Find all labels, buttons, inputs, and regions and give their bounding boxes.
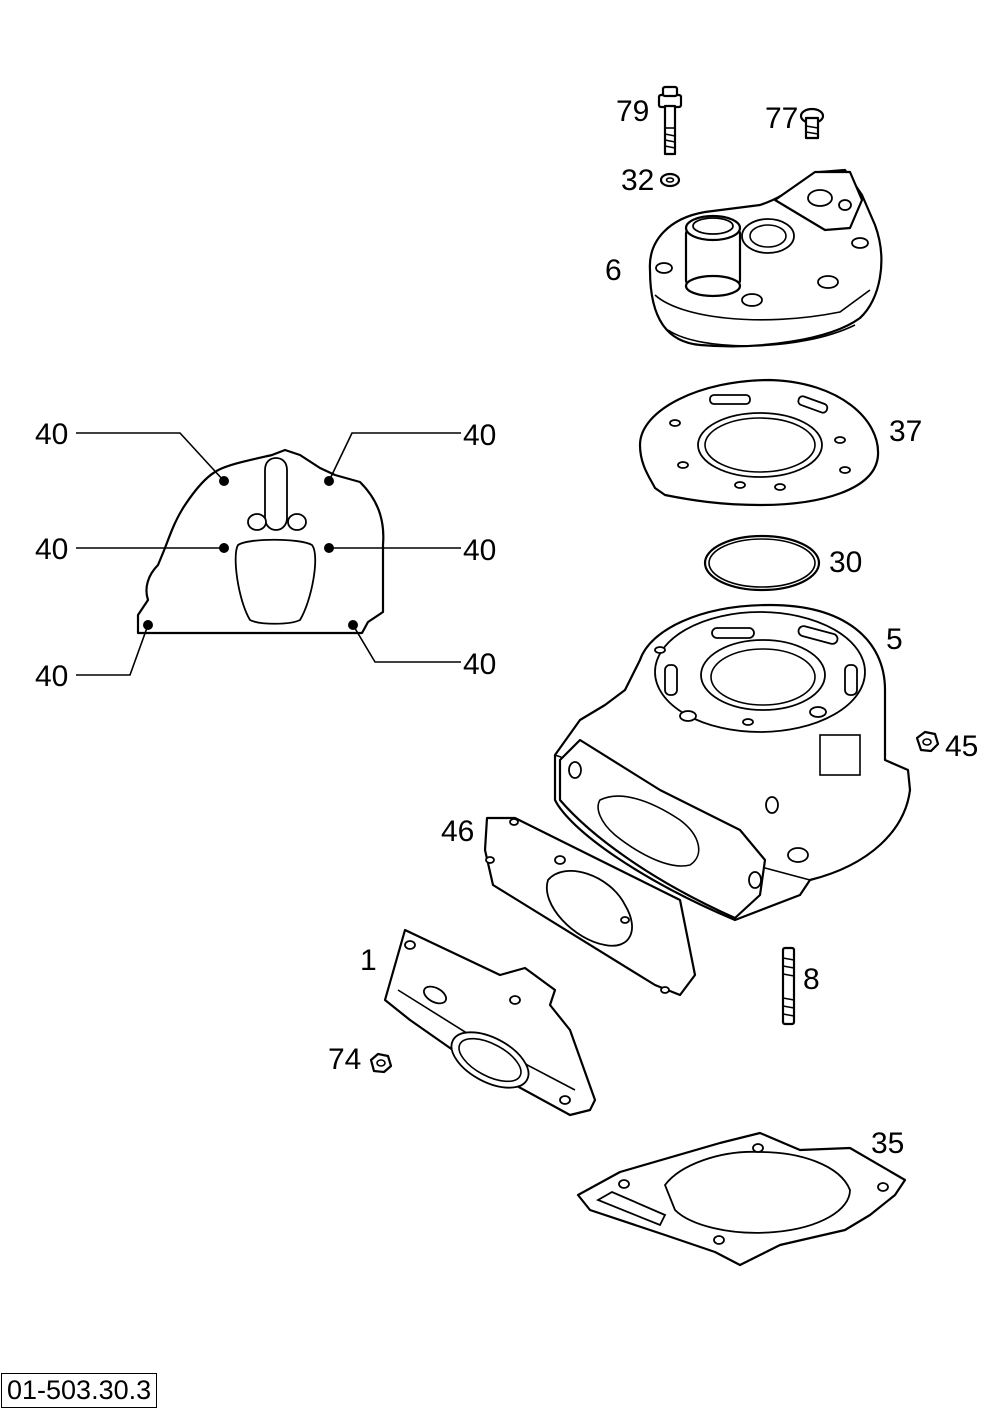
label-40-bottom-right: 40	[463, 648, 496, 681]
intake-gasket-46	[483, 816, 697, 997]
head-gasket-37	[638, 378, 880, 507]
label-77: 77	[765, 102, 798, 135]
bolt-77	[799, 107, 825, 140]
diagram-reference-number: 01-503.30.3	[1, 1373, 158, 1408]
label-6: 6	[605, 254, 622, 287]
label-30: 30	[829, 546, 862, 579]
label-79: 79	[616, 95, 649, 128]
intake-flange-1	[383, 928, 597, 1117]
nut-74	[369, 1052, 393, 1074]
label-46: 46	[441, 815, 474, 848]
nut-45	[915, 730, 940, 753]
o-ring-30	[703, 534, 821, 592]
label-40-mid-right: 40	[463, 534, 496, 567]
washer-32	[659, 172, 681, 188]
cylinder-5	[553, 603, 912, 922]
cylinder-head-6	[648, 168, 883, 348]
gasket-detail-40	[76, 432, 461, 676]
stud-8	[781, 946, 796, 1026]
label-45: 45	[945, 730, 978, 763]
label-37: 37	[889, 415, 922, 448]
label-5: 5	[886, 623, 903, 656]
bolt-79	[657, 85, 683, 156]
label-40-top-right: 40	[463, 419, 496, 452]
label-8: 8	[803, 963, 820, 996]
label-40-mid-left: 40	[35, 533, 68, 566]
base-gasket-35	[576, 1131, 907, 1267]
label-32: 32	[621, 164, 654, 197]
label-40-bottom-left: 40	[35, 660, 68, 693]
label-35: 35	[871, 1127, 904, 1160]
label-1: 1	[360, 944, 377, 977]
label-40-top-left: 40	[35, 418, 68, 451]
label-74: 74	[328, 1043, 361, 1076]
